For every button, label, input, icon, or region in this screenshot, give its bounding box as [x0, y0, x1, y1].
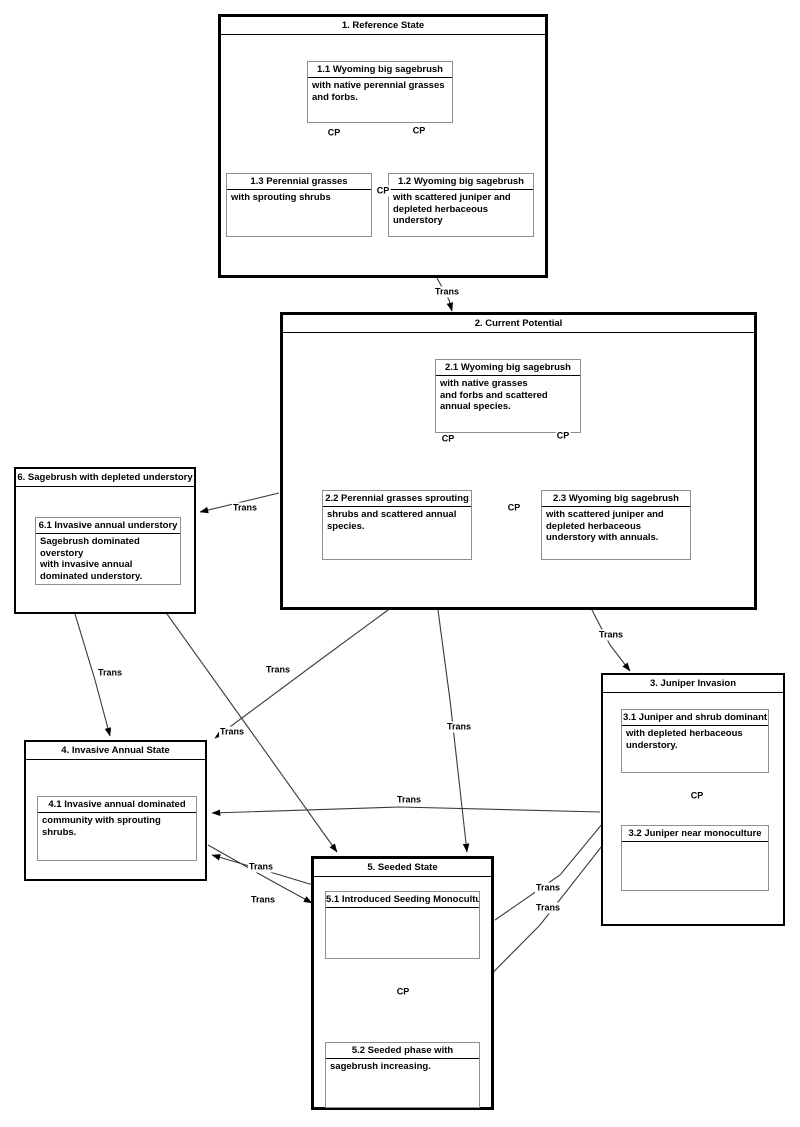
phase-body-p5_1: [326, 908, 479, 910]
phase-body-p3_1: with depleted herbaceous understory.: [626, 728, 743, 751]
phase-body-p2_3: with scattered juniper and depleted herb…: [546, 509, 664, 543]
phase-body-p5_2: sagebrush increasing.: [330, 1061, 431, 1072]
edge-label-e_2_1_to_2_3: CP: [555, 430, 571, 442]
state-title-state3: 3. Juniper Invasion: [603, 675, 783, 693]
state-title-state6: 6. Sagebrush with depleted understory: [16, 469, 194, 487]
edge-label-e_3_1_to_3_2: CP: [689, 790, 705, 802]
edge-label-e_s5_to_s3_a: Trans: [534, 882, 562, 894]
phase-title-p1_2: 1.2 Wyoming big sagebrush: [389, 174, 533, 190]
state-box-state2[interactable]: 2. Current Potential 2.1 Wyoming big sage…: [280, 312, 757, 610]
edge-label-e_1_3_to_1_1: CP: [326, 127, 342, 139]
phase-title-p2_3: 2.3 Wyoming big sagebrush: [542, 491, 690, 507]
edge-label-e_1_2_to_1_3: CP: [375, 185, 391, 197]
phase-box-p1_2[interactable]: 1.2 Wyoming big sagebrush with scattered …: [388, 173, 534, 237]
state-title-state1: 1. Reference State: [221, 17, 545, 35]
phase-title-p2_1: 2.1 Wyoming big sagebrush: [436, 360, 580, 376]
edge-label-e_s1_to_s2: Trans: [433, 286, 461, 298]
phase-body-p1_2: with scattered juniper and depleted herb…: [393, 192, 511, 226]
phase-title-p5_2: 5.2 Seeded phase with: [326, 1043, 479, 1059]
phase-body-p4_1: community with sprouting shrubs.: [42, 815, 161, 838]
edge-label-e_s2_to_s4: Trans: [264, 664, 292, 676]
edge-label-e_1_1_to_1_2: CP: [411, 125, 427, 137]
phase-title-p1_1: 1.1 Wyoming big sagebrush: [308, 62, 452, 78]
edge-label-e_s3_to_s4: Trans: [395, 794, 423, 806]
phase-box-p5_1[interactable]: 5.1 Introduced Seeding Monoculture: [325, 891, 480, 959]
state-body-state3: 3.1 Juniper and shrub dominant with deple…: [603, 693, 783, 924]
edge-label-e_2_3_to_2_2: CP: [506, 502, 522, 514]
state-body-state1: 1.1 Wyoming big sagebrush with native per…: [221, 35, 545, 275]
phase-box-p2_2[interactable]: 2.2 Perennial grasses sprouting shrubs an…: [322, 490, 472, 560]
phase-box-p2_1[interactable]: 2.1 Wyoming big sagebrush with native gra…: [435, 359, 581, 433]
phase-title-p6_1: 6.1 Invasive annual understory: [36, 518, 180, 534]
state-title-state4: 4. Invasive Annual State: [26, 742, 205, 760]
phase-title-p3_2: 3.2 Juniper near monoculture: [622, 826, 768, 842]
edge-e_s2_to_s4: [214, 609, 389, 739]
edge-label-e_s6_to_s4: Trans: [96, 667, 124, 679]
edge-label-e_s2_to_s5: Trans: [445, 721, 473, 733]
edge-label-e_s5_to_s4_a: Trans: [247, 861, 275, 873]
edge-label-e_s5_to_s3_b: Trans: [534, 902, 562, 914]
phase-body-p6_1: Sagebrush dominated overstory with invas…: [40, 536, 143, 582]
edge-label-e_2_2_to_2_1: CP: [440, 433, 456, 445]
edge-e_s3_to_s4: [211, 806, 601, 817]
edge-label-e_s2_to_s3: Trans: [597, 629, 625, 641]
phase-box-p3_2[interactable]: 3.2 Juniper near monoculture: [621, 825, 769, 891]
phase-box-p3_1[interactable]: 3.1 Juniper and shrub dominant with deple…: [621, 709, 769, 773]
edge-label-e_s4_to_s5: Trans: [249, 894, 277, 906]
phase-title-p5_1: 5.1 Introduced Seeding Monoculture: [326, 892, 479, 908]
state-body-state5: 5.1 Introduced Seeding Monoculture 5.2 Se…: [314, 877, 491, 1108]
state-box-state1[interactable]: 1. Reference State 1.1 Wyoming big sagebr…: [218, 14, 548, 278]
state-title-state5: 5. Seeded State: [314, 859, 491, 877]
phase-title-p2_2: 2.2 Perennial grasses sprouting: [323, 491, 471, 507]
state-box-state4[interactable]: 4. Invasive Annual State 4.1 Invasive ann…: [24, 740, 207, 881]
phase-body-p2_2: shrubs and scattered annual species.: [327, 509, 457, 532]
state-title-state2: 2. Current Potential: [283, 315, 754, 333]
edge-e_s2_to_s3: [591, 609, 631, 672]
phase-title-p3_1: 3.1 Juniper and shrub dominant: [622, 710, 768, 726]
phase-body-p1_1: with native perennial grasses and forbs.: [312, 80, 445, 103]
edge-label-e_5_1_to_5_2: CP: [395, 986, 411, 998]
state-body-state2: 2.1 Wyoming big sagebrush with native gra…: [283, 333, 754, 607]
edge-label-e_s6_to_s5: Trans: [218, 726, 246, 738]
phase-box-p4_1[interactable]: 4.1 Invasive annual dominated community w…: [37, 796, 197, 861]
phase-title-p1_3: 1.3 Perennial grasses: [227, 174, 371, 190]
phase-title-p4_1: 4.1 Invasive annual dominated: [38, 797, 196, 813]
phase-box-p5_2[interactable]: 5.2 Seeded phase with sagebrush increasin…: [325, 1042, 480, 1108]
edge-label-e_s2_to_s6: Trans: [231, 502, 259, 514]
state-body-state4: 4.1 Invasive annual dominated community w…: [26, 760, 205, 879]
phase-body-p1_3: with sprouting shrubs: [231, 192, 331, 203]
phase-body-p2_1: with native grasses and forbs and scatte…: [440, 378, 548, 412]
phase-box-p1_1[interactable]: 1.1 Wyoming big sagebrush with native per…: [307, 61, 453, 123]
state-box-state6[interactable]: 6. Sagebrush with depleted understory 6.1…: [14, 467, 196, 614]
phase-box-p2_3[interactable]: 2.3 Wyoming big sagebrush with scattered …: [541, 490, 691, 560]
phase-body-p3_2: [622, 842, 768, 844]
phase-box-p1_3[interactable]: 1.3 Perennial grasses with sprouting shru…: [226, 173, 372, 237]
